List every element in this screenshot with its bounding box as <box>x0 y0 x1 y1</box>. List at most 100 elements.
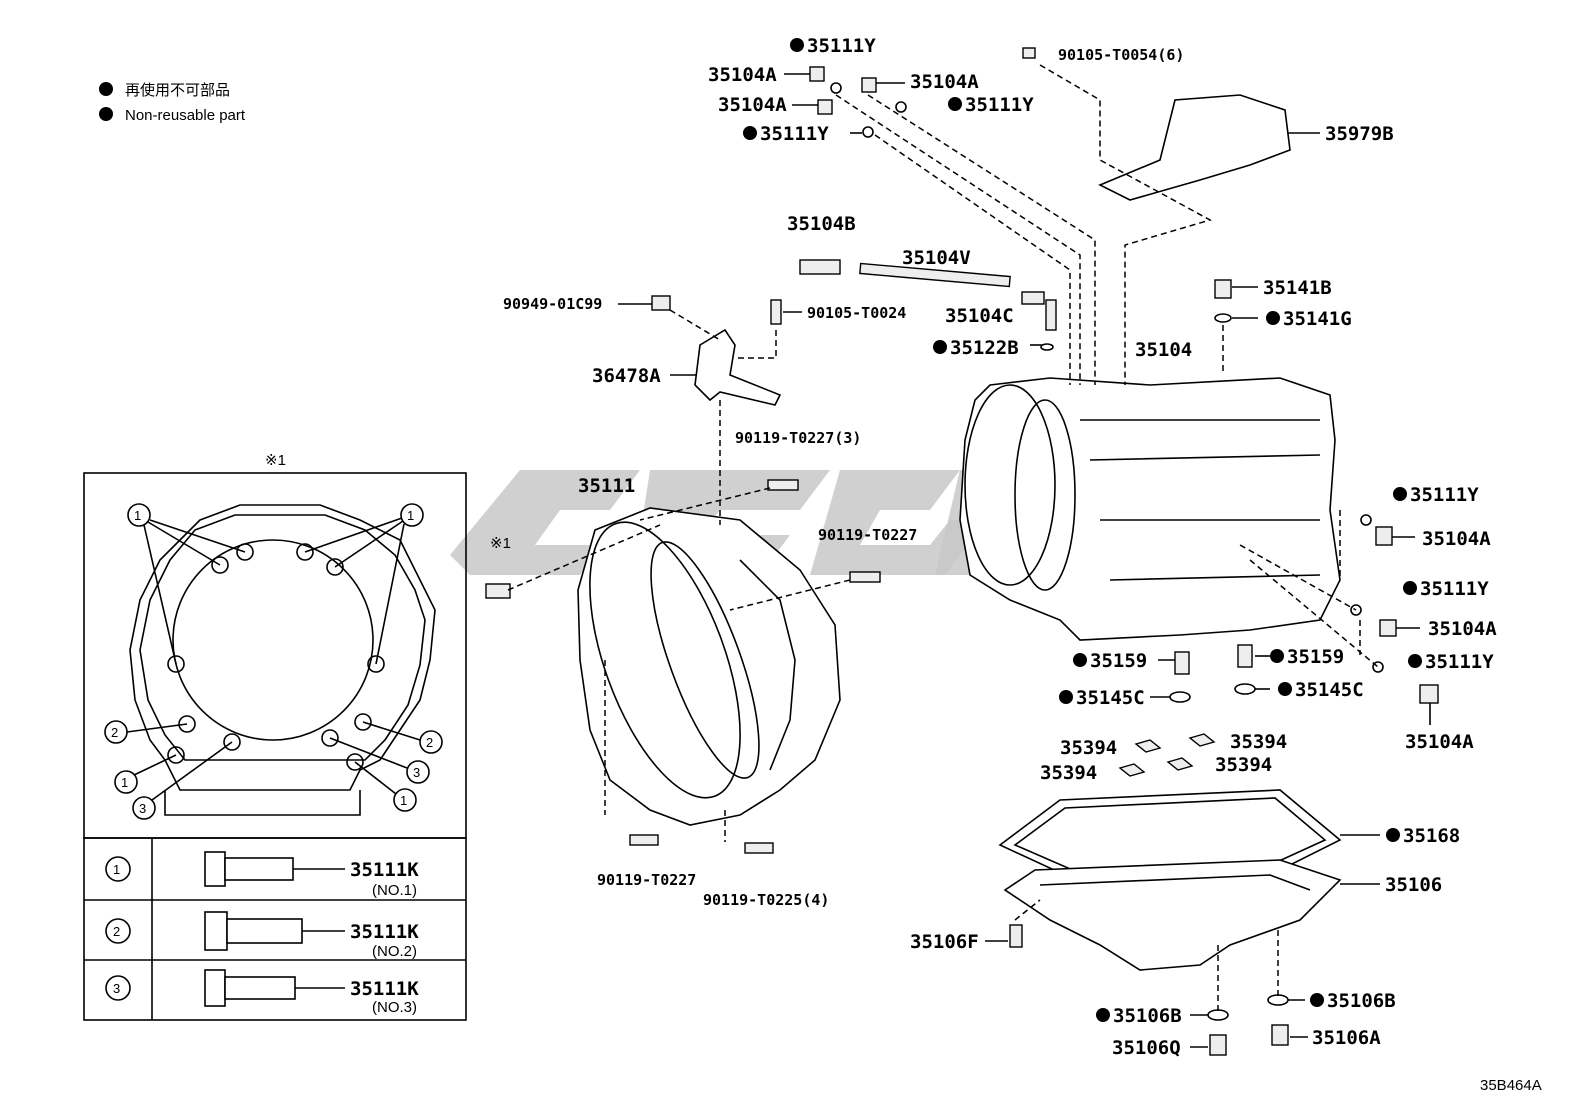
bolt-holes <box>167 543 385 771</box>
label-90105-T0054: 90105-T0054(6) <box>1058 46 1184 64</box>
label-35111Y: 35111Y <box>1410 484 1479 506</box>
bracket-36478A <box>694 328 782 406</box>
label-35104A: 35104A <box>1428 618 1497 640</box>
label-35394: 35394 <box>1060 737 1117 759</box>
svg-text:2: 2 <box>111 725 118 740</box>
label-35104A: 35104A <box>1405 731 1474 753</box>
label-35104: 35104 <box>1135 339 1192 361</box>
label-35106B: 35106B <box>1113 1005 1182 1027</box>
cover-35979B <box>1098 94 1291 201</box>
label-35106Q: 35106Q <box>1112 1037 1181 1059</box>
bullet-icon <box>743 126 757 140</box>
label-36478A: 36478A <box>592 365 661 387</box>
bullet-icon <box>1270 649 1284 663</box>
bullet-icon <box>1059 690 1073 704</box>
bullet-icon <box>1266 311 1280 325</box>
label-35104A: 35104A <box>1422 528 1491 550</box>
label-35106B: 35106B <box>1327 990 1396 1012</box>
label-35394: 35394 <box>1040 762 1097 784</box>
legend: 再使用不可部品 Non-reusable part <box>99 82 246 124</box>
bullet-icon <box>99 107 113 121</box>
inset-row-2: 2 35111K (NO.2) <box>105 911 419 960</box>
svg-text:1: 1 <box>400 793 407 808</box>
label-35111Y: 35111Y <box>965 94 1034 116</box>
svg-text:(NO.2): (NO.2) <box>372 943 417 960</box>
oil-pan-35106 <box>1003 859 1342 971</box>
non-reusable-markers <box>743 38 1422 1022</box>
label-35141B: 35141B <box>1263 277 1332 299</box>
bullet-icon <box>1073 653 1087 667</box>
label-35104A: 35104A <box>708 64 777 86</box>
label-35111Y: 35111Y <box>760 123 829 145</box>
label-35104B: 35104B <box>787 213 856 235</box>
label-35106A: 35106A <box>1312 1027 1381 1049</box>
bullet-icon <box>933 340 947 354</box>
bullet-icon <box>1386 828 1400 842</box>
solid-leaders <box>618 73 1431 1048</box>
label-90949-01C99: 90949-01C99 <box>503 295 602 313</box>
svg-text:1: 1 <box>134 508 141 523</box>
label-90119-T0227: 90119-T0227 <box>818 526 917 544</box>
svg-text:35111K: 35111K <box>350 859 419 881</box>
label-90119-T0225: 90119-T0225(4) <box>703 891 829 909</box>
bullet-icon <box>1310 993 1324 1007</box>
diagram-code: 35B464A <box>1480 1077 1542 1094</box>
svg-text:2: 2 <box>426 735 433 750</box>
inset-row-1: 1 35111K (NO.1) <box>105 851 419 899</box>
bullet-icon <box>99 82 113 96</box>
svg-text:3: 3 <box>139 801 146 816</box>
label-90105-T0024: 90105-T0024 <box>807 304 906 322</box>
svg-text:1: 1 <box>113 862 120 877</box>
label-90119-T0227-3: 90119-T0227(3) <box>735 429 861 447</box>
svg-text:(NO.1): (NO.1) <box>372 882 417 899</box>
label-35104A: 35104A <box>718 94 787 116</box>
inset-ref-mark: ※1 <box>265 452 286 469</box>
svg-text:3: 3 <box>413 765 420 780</box>
bullet-icon <box>1278 682 1292 696</box>
bullet-icon <box>1096 1008 1110 1022</box>
inset-row-3: 3 35111K (NO.3) <box>105 969 419 1016</box>
svg-text:2: 2 <box>113 924 120 939</box>
converter-housing-35111 <box>577 507 841 826</box>
label-ref-mark: ※1 <box>490 535 511 552</box>
svg-text:35111K: 35111K <box>350 978 419 1000</box>
label-35159: 35159 <box>1287 646 1344 668</box>
svg-text:(NO.3): (NO.3) <box>372 999 417 1016</box>
label-35145C: 35145C <box>1076 687 1145 709</box>
label-35141G: 35141G <box>1283 308 1352 330</box>
label-35106: 35106 <box>1385 874 1442 896</box>
label-35111Y: 35111Y <box>807 35 876 57</box>
bullet-icon <box>790 38 804 52</box>
label-35104C: 35104C <box>945 305 1014 327</box>
small-parts <box>485 47 1439 1056</box>
transmission-case-35104 <box>959 377 1341 641</box>
label-35145C: 35145C <box>1295 679 1364 701</box>
label-35168: 35168 <box>1403 825 1460 847</box>
label-35394: 35394 <box>1230 731 1287 753</box>
bullet-icon <box>1393 487 1407 501</box>
bullet-icon <box>1403 581 1417 595</box>
label-35111: 35111 <box>578 475 635 497</box>
part-labels: 35111Y 35104A 35104A 35104A 35111Y 35111… <box>490 35 1542 1094</box>
inset-panel: ※1 1 1 2 1 3 <box>83 452 467 1021</box>
legend-en: Non-reusable part <box>125 107 246 124</box>
label-90119-T0227: 90119-T0227 <box>597 871 696 889</box>
label-35106F: 35106F <box>910 931 979 953</box>
svg-text:35111K: 35111K <box>350 921 419 943</box>
label-35104A: 35104A <box>910 71 979 93</box>
bullet-icon <box>1408 654 1422 668</box>
label-35159: 35159 <box>1090 650 1147 672</box>
svg-text:1: 1 <box>121 775 128 790</box>
svg-text:1: 1 <box>407 508 414 523</box>
label-35111Y: 35111Y <box>1420 578 1489 600</box>
leader-lines <box>507 64 1379 1015</box>
label-35979B: 35979B <box>1325 123 1394 145</box>
label-35122B: 35122B <box>950 337 1019 359</box>
label-35104V: 35104V <box>902 247 971 269</box>
inset-callouts: 1 1 2 1 3 2 3 1 <box>104 503 443 820</box>
label-35111Y: 35111Y <box>1425 651 1494 673</box>
legend-jp: 再使用不可部品 <box>125 82 230 99</box>
svg-text:3: 3 <box>113 981 120 996</box>
label-35394: 35394 <box>1215 754 1272 776</box>
